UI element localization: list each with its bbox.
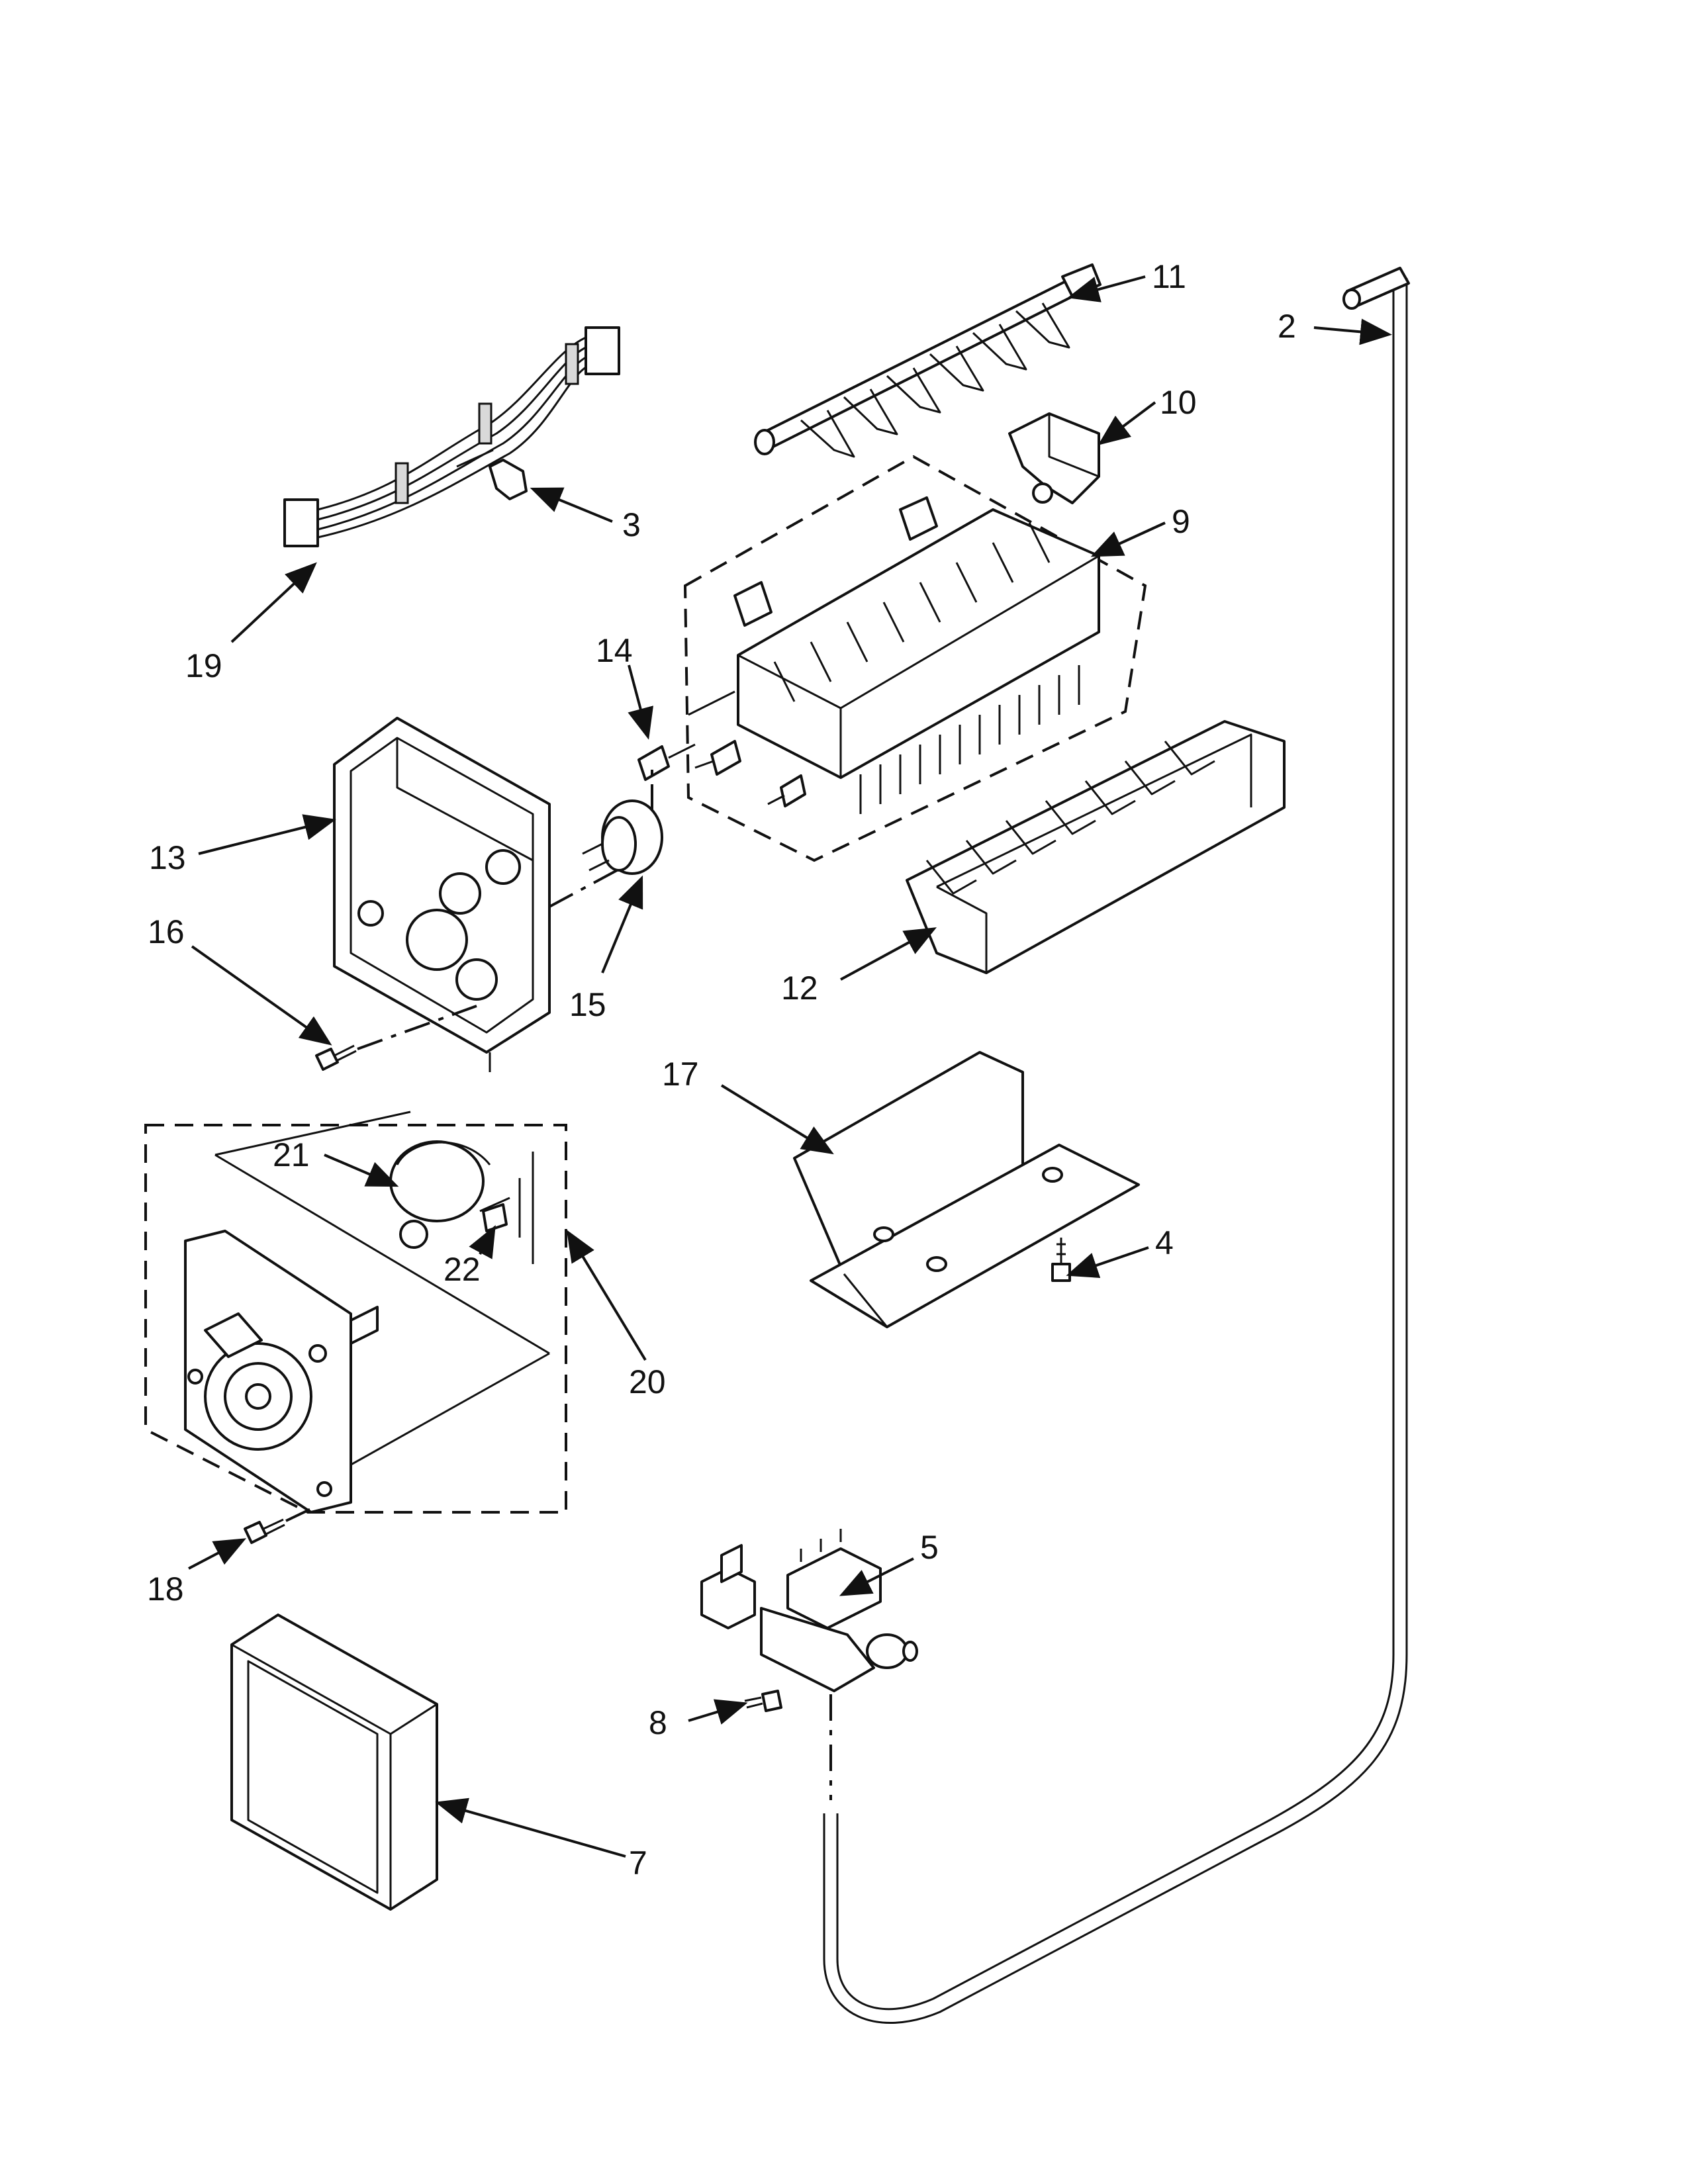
leader-2: [1313, 318, 1392, 345]
callout-5: 5: [920, 1529, 939, 1566]
callout-15: 15: [569, 986, 606, 1023]
part-21-motor: [389, 1140, 534, 1264]
part-4-screw: [1051, 1238, 1071, 1282]
leader-13: [198, 814, 336, 855]
leader-18: [188, 1538, 247, 1570]
part-18-screw: [244, 1504, 318, 1544]
leader-19: [230, 562, 317, 643]
callout-3: 3: [622, 506, 641, 543]
leader-15: [601, 875, 643, 974]
callout-16: 16: [148, 913, 185, 950]
leader-21: [324, 1154, 399, 1187]
callout-22: 22: [444, 1251, 481, 1288]
leader-lines: [188, 275, 1392, 1858]
part-3-clip: [456, 449, 528, 500]
part-10-bracket: [1008, 412, 1100, 504]
callout-18: 18: [147, 1570, 184, 1608]
part-16-screw: [315, 1005, 477, 1071]
callout-labels: 11 2 10 3 9 19 14 13 16 15 12 17 21 4 22…: [147, 258, 1296, 1882]
callout-2: 2: [1278, 308, 1296, 345]
leader-8: [688, 1699, 748, 1725]
part-17-cover: [793, 1051, 1140, 1328]
leader-4: [1066, 1246, 1149, 1278]
part-9-ice-mold: [683, 455, 1147, 862]
leader-9: [1090, 522, 1166, 557]
part-20-motor-assembly: [144, 1111, 567, 1514]
callout-9: 9: [1172, 503, 1190, 540]
callout-14: 14: [596, 632, 633, 669]
callout-10: 10: [1160, 384, 1197, 421]
leader-12: [840, 927, 937, 981]
callout-19: 19: [185, 647, 222, 684]
part-7-pad: [230, 1614, 438, 1911]
leader-7: [435, 1797, 626, 1858]
leader-20: [566, 1230, 647, 1361]
callout-11: 11: [1152, 258, 1186, 295]
leader-22: [469, 1224, 496, 1259]
part-22-pin: [482, 1203, 508, 1232]
part-2-water-tube: [823, 267, 1410, 2024]
leader-16: [191, 945, 332, 1046]
leader-10: [1098, 401, 1156, 445]
leader-5: [839, 1557, 914, 1596]
part-19-wire-harness: [283, 326, 620, 547]
callout-13: 13: [149, 839, 186, 876]
part-15-thermostat: [582, 768, 663, 875]
leader-14: [628, 664, 654, 740]
callout-4: 4: [1155, 1224, 1174, 1261]
callout-20: 20: [629, 1363, 666, 1400]
part-12-stripper: [906, 720, 1286, 974]
leader-17: [720, 1084, 834, 1155]
part-13-module-housing: [333, 717, 636, 1072]
part-14-clip: [637, 743, 696, 781]
callout-12: 12: [781, 970, 818, 1007]
leader-3: [530, 487, 613, 523]
callout-21: 21: [273, 1136, 310, 1173]
callout-7: 7: [629, 1844, 647, 1882]
callout-8: 8: [649, 1704, 667, 1741]
part-8-screw: [744, 1690, 782, 1712]
leader-11: [1067, 275, 1146, 302]
callout-17: 17: [662, 1056, 699, 1093]
part-5-water-valve: [700, 1529, 918, 1692]
